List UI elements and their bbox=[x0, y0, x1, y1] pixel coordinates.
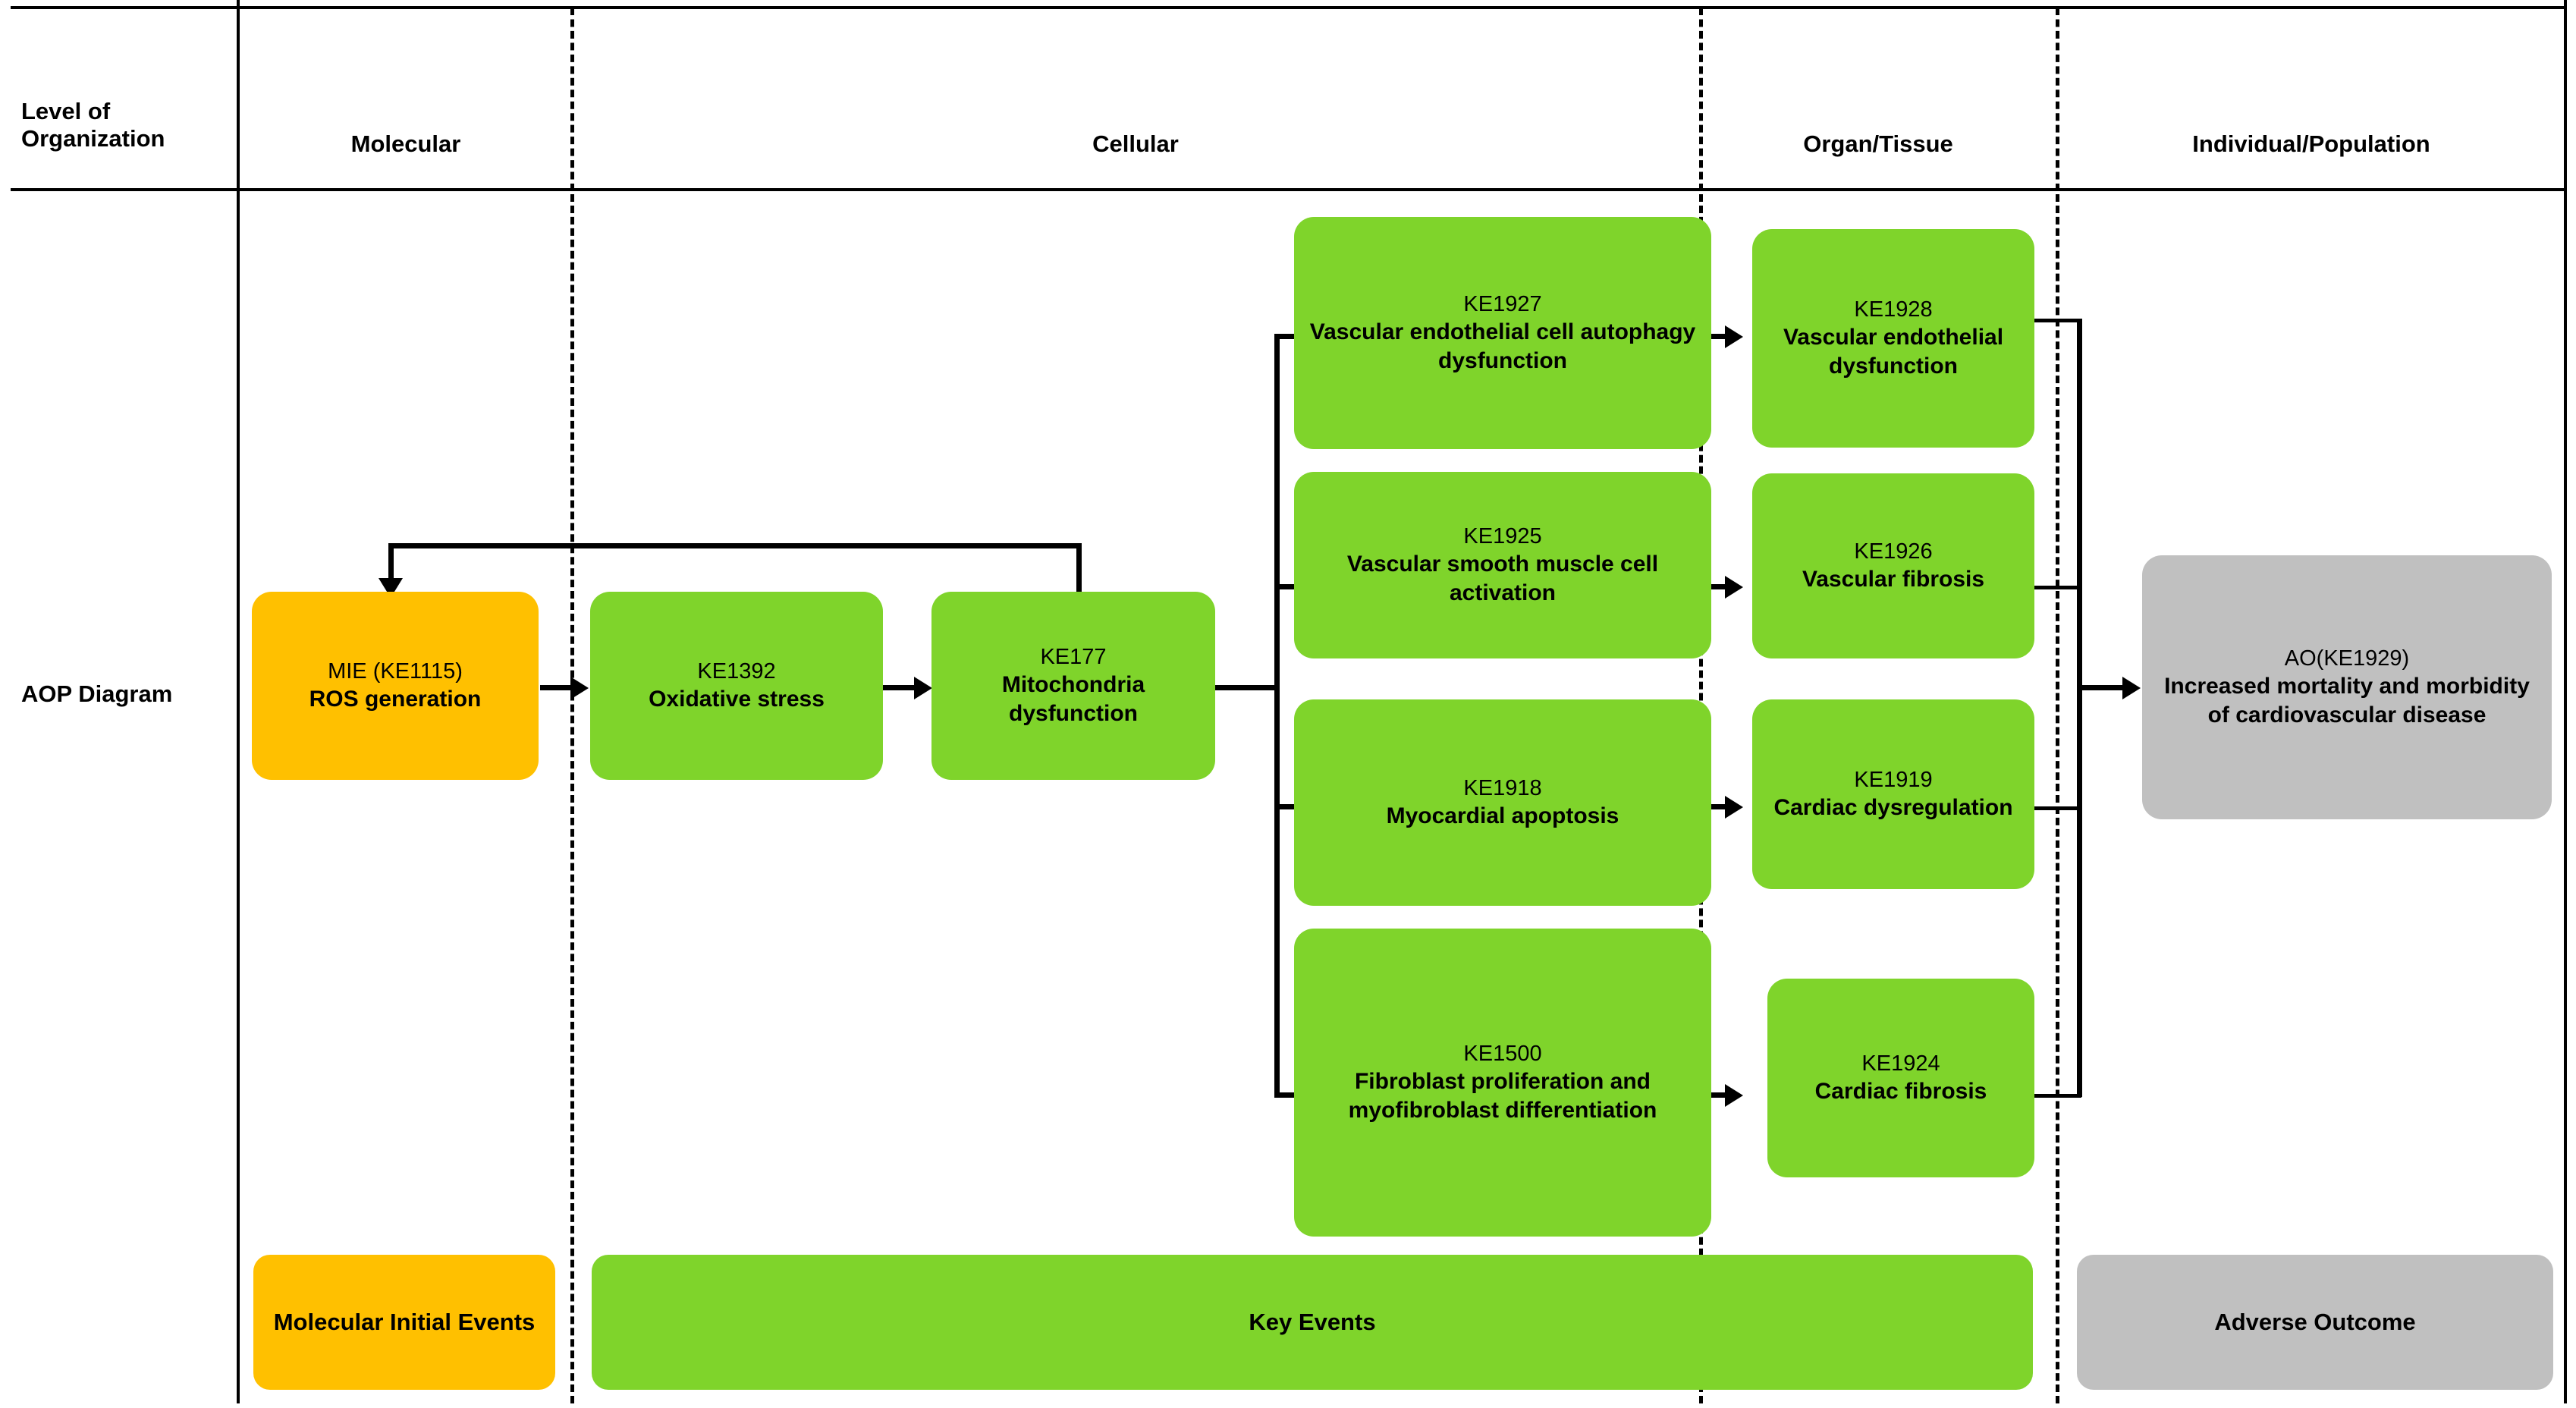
arrowhead-ke1925-to-ke1926 bbox=[1725, 576, 1743, 599]
arrowhead-ke1500-to-ke1924 bbox=[1725, 1084, 1743, 1107]
node-ao-ke1929[interactable]: AO(KE1929) Increased mortality and morbi… bbox=[2142, 555, 2552, 819]
node-ke1500-title: Fibroblast proliferation and myofibrobla… bbox=[1348, 1069, 1657, 1124]
node-ke1500-id: KE1500 bbox=[1463, 1041, 1542, 1066]
header-top-rule bbox=[11, 6, 2567, 9]
connector-ke1919-to-trunk bbox=[2031, 806, 2081, 810]
node-ke1919-title: Cardiac dysregulation bbox=[1773, 795, 2013, 821]
header-left-divider bbox=[237, 0, 240, 191]
header-divider-cellular-organ bbox=[1699, 8, 1703, 191]
node-ke1925[interactable]: KE1925 Vascular smooth muscle cell activ… bbox=[1294, 472, 1711, 658]
legend-molecular-initial-events[interactable]: Molecular Initial Events bbox=[253, 1255, 555, 1390]
column-header-organ-tissue: Organ/Tissue bbox=[1803, 130, 1953, 158]
header-row-label: Level of Organization bbox=[21, 83, 234, 167]
node-ke1925-title: Vascular smooth muscle cell activation bbox=[1346, 552, 1659, 606]
column-header-individual-population: Individual/Population bbox=[2192, 130, 2430, 158]
node-ke1928[interactable]: KE1928 Vascular endothelial dysfunction bbox=[1752, 229, 2034, 448]
node-ke1927-id: KE1927 bbox=[1463, 291, 1542, 316]
node-ke1392-id: KE1392 bbox=[697, 658, 776, 684]
node-ke1928-title: Vascular endothelial dysfunction bbox=[1783, 325, 2004, 379]
arrowhead-ke1392-to-ke177 bbox=[914, 677, 932, 699]
node-mie-ke1115[interactable]: MIE (KE1115) ROS generation bbox=[252, 592, 539, 780]
header-divider-molecular-cellular bbox=[570, 8, 574, 191]
node-ke1925-id: KE1925 bbox=[1463, 523, 1542, 548]
node-mie-ke1115-id: MIE (KE1115) bbox=[328, 658, 463, 684]
body-left-divider bbox=[237, 191, 240, 1403]
connector-fanout-trunk bbox=[1274, 334, 1280, 1096]
header-divider-organ-individual bbox=[2056, 8, 2059, 191]
node-ke1918[interactable]: KE1918 Myocardial apoptosis bbox=[1294, 699, 1711, 906]
connector-ke1924-to-trunk bbox=[2031, 1094, 2081, 1098]
node-ke1500[interactable]: KE1500 Fibroblast proliferation and myof… bbox=[1294, 929, 1711, 1237]
arrowhead-mie-to-ke1392 bbox=[570, 677, 589, 699]
node-ke1924-title: Cardiac fibrosis bbox=[1814, 1079, 1987, 1105]
node-ao-ke1929-title: Increased mortality and morbidity of car… bbox=[2164, 674, 2530, 728]
node-ke1924-id: KE1924 bbox=[1861, 1051, 1940, 1076]
column-header-molecular: Molecular bbox=[350, 130, 461, 158]
node-ke1919[interactable]: KE1919 Cardiac dysregulation bbox=[1752, 699, 2034, 889]
header-bottom-rule bbox=[11, 188, 2567, 191]
connector-ke1927-to-ke1928 bbox=[1698, 334, 1729, 339]
node-ke1926[interactable]: KE1926 Vascular fibrosis bbox=[1752, 473, 2034, 658]
node-ke1926-title: Vascular fibrosis bbox=[1802, 567, 1985, 592]
arrowhead-ke1918-to-ke1919 bbox=[1725, 796, 1743, 819]
node-ke1392[interactable]: KE1392 Oxidative stress bbox=[590, 592, 883, 780]
node-ke1392-title: Oxidative stress bbox=[649, 687, 825, 712]
header-row-label-line1: Level of bbox=[21, 98, 111, 124]
node-ke1926-id: KE1926 bbox=[1854, 539, 1933, 564]
legend-key-events[interactable]: Key Events bbox=[592, 1255, 2033, 1390]
node-ke1919-id: KE1919 bbox=[1854, 767, 1933, 792]
body-divider-molecular-cellular bbox=[570, 194, 574, 1403]
connector-ke1925-to-ke1926 bbox=[1698, 584, 1729, 589]
node-ke177[interactable]: KE177 Mitochondria dysfunction bbox=[931, 592, 1215, 780]
arrowhead-to-ao bbox=[2122, 677, 2141, 699]
node-ke177-id: KE177 bbox=[1040, 644, 1107, 669]
node-ke177-title: Mitochondria dysfunction bbox=[1001, 672, 1145, 727]
node-ke1918-id: KE1918 bbox=[1463, 775, 1542, 800]
node-mie-ke1115-title: ROS generation bbox=[309, 687, 482, 712]
connector-ke1392-to-ke177 bbox=[882, 685, 919, 690]
node-ke1928-id: KE1928 bbox=[1854, 297, 1933, 322]
connector-trunk-to-ao bbox=[2077, 685, 2127, 690]
diagram-row-label: AOP Diagram bbox=[21, 680, 173, 707]
feedback-arrow-top bbox=[388, 543, 1079, 548]
body-right-border bbox=[2564, 191, 2567, 1403]
connector-mie-to-ke1392 bbox=[540, 685, 575, 690]
connector-ke1918-to-ke1919 bbox=[1698, 804, 1729, 809]
feedback-arrow-descender bbox=[388, 543, 394, 585]
column-header-cellular: Cellular bbox=[1092, 130, 1179, 158]
connector-ke1500-to-ke1924 bbox=[1698, 1092, 1729, 1098]
connector-ke177-stub bbox=[1214, 685, 1278, 690]
body-divider-organ-individual bbox=[2056, 194, 2059, 1403]
legend-adverse-outcome[interactable]: Adverse Outcome bbox=[2077, 1255, 2553, 1390]
header-row-label-line2: Organization bbox=[21, 125, 165, 152]
feedback-arrow-riser bbox=[1076, 543, 1082, 592]
connector-ke1928-to-trunk bbox=[2031, 319, 2081, 322]
header-right-border bbox=[2564, 0, 2567, 191]
node-ao-ke1929-id: AO(KE1929) bbox=[2284, 646, 2410, 671]
node-ke1927[interactable]: KE1927 Vascular endothelial cell autopha… bbox=[1294, 217, 1711, 449]
node-ke1927-title: Vascular endothelial cell autophagy dysf… bbox=[1309, 319, 1696, 374]
node-ke1918-title: Myocardial apoptosis bbox=[1386, 803, 1619, 829]
connector-ke1926-to-trunk bbox=[2031, 586, 2081, 589]
arrowhead-ke1927-to-ke1928 bbox=[1725, 325, 1743, 348]
node-ke1924[interactable]: KE1924 Cardiac fibrosis bbox=[1767, 979, 2034, 1177]
connector-convergence-trunk bbox=[2077, 319, 2082, 1097]
